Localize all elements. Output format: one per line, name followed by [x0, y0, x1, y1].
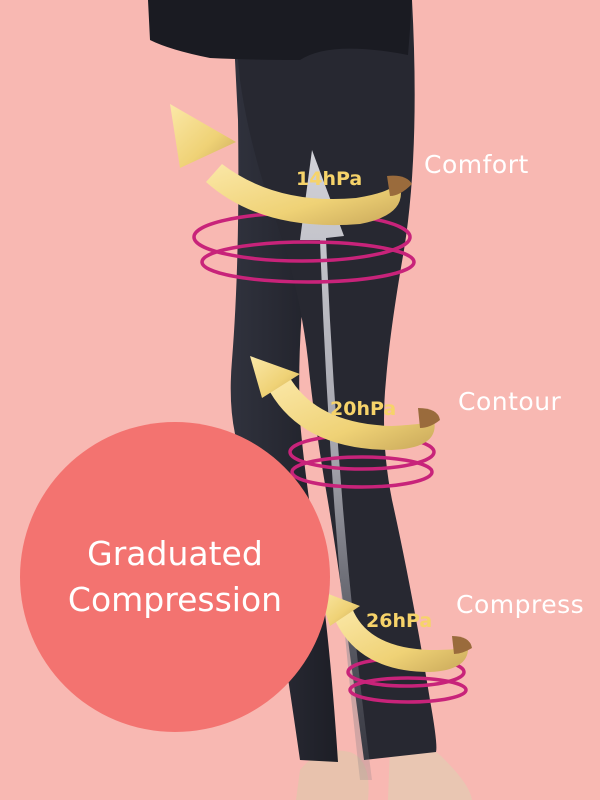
- zone-label-contour: Contour: [458, 387, 562, 416]
- curved-gold-arrow-comfort: [170, 104, 412, 226]
- pressure-value-comfort: 14hPa: [296, 168, 363, 190]
- right-foot: [388, 743, 472, 800]
- waistband: [148, 0, 412, 60]
- upward-lift-arrow: [300, 150, 372, 780]
- pressure-value-contour: 20hPa: [330, 398, 397, 420]
- badge-line-2: Compression: [67, 580, 283, 619]
- curved-gold-arrow-contour: [250, 356, 440, 450]
- front-leg: [232, 0, 437, 760]
- curved-gold-arrow-compress: [318, 590, 472, 672]
- zone-label-comfort: Comfort: [424, 150, 529, 179]
- badge-line-1: Graduated: [87, 534, 263, 573]
- zone-label-compress: Compress: [456, 590, 585, 619]
- graduated-compression-badge: Graduated Compression: [20, 422, 330, 732]
- pressure-value-compress: 26hPa: [366, 610, 433, 632]
- left-foot: [296, 750, 369, 800]
